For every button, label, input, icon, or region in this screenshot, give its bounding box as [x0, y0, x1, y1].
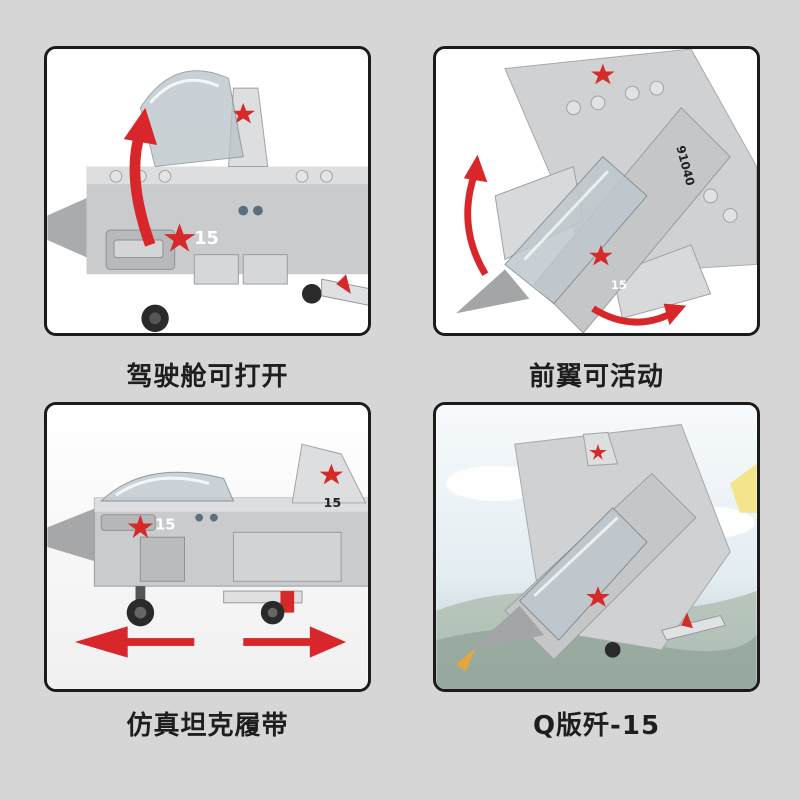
front-wing-image: 91040 15 — [436, 49, 757, 333]
j15-scene-image — [436, 405, 757, 689]
photo-panel-tank-tracks: 15 15 — [44, 402, 371, 692]
caption-q-j15: Q版歼-15 — [532, 711, 661, 741]
photo-panel-q-j15 — [433, 402, 760, 692]
tail-number: 15 — [324, 496, 342, 511]
caption-cockpit-opens: 驾驶舱可打开 — [126, 362, 289, 392]
cockpit-open-image: 15 — [47, 49, 368, 333]
caption-tank-tracks: 仿真坦克履带 — [126, 711, 289, 741]
fuselage-number: 15 — [194, 229, 219, 249]
side-view-image: 15 15 — [47, 405, 368, 689]
caption-front-wings-movable: 前翼可活动 — [528, 362, 664, 392]
photo-panel-cockpit: 15 — [44, 46, 371, 336]
photo-panel-front-wings: 91040 15 — [433, 46, 760, 336]
wing-number: 15 — [611, 278, 627, 292]
fuselage-number: 15 — [155, 516, 175, 533]
